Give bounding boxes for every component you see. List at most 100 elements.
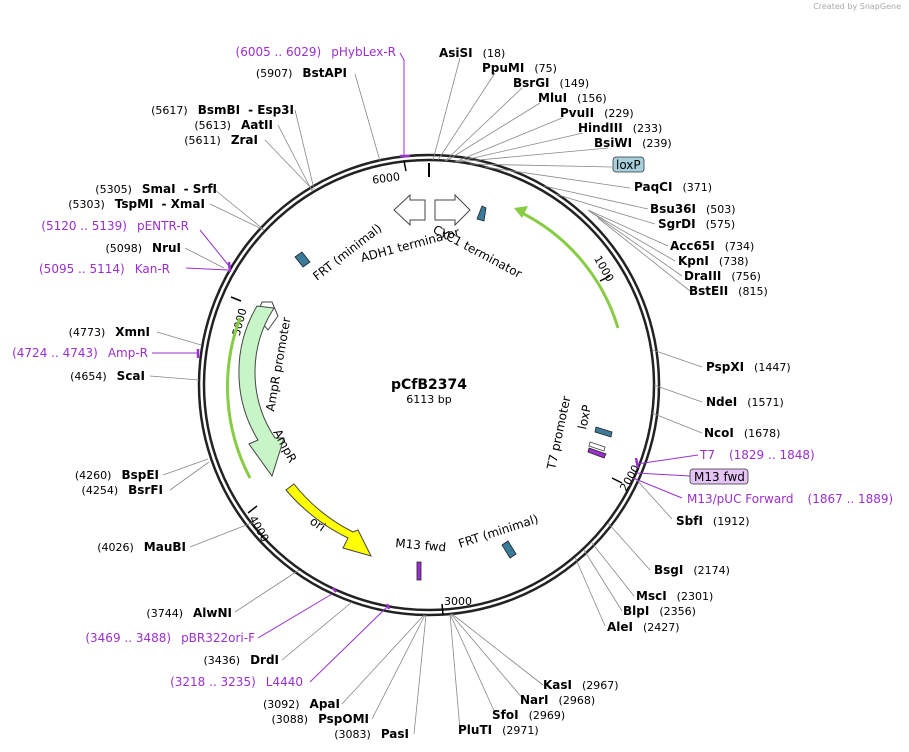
svg-text:(3469 .. 3488)pBR322ori-F: (3469 .. 3488)pBR322ori-F (85, 631, 255, 645)
feature-label-ampr-promoter: AmpR promoter (263, 316, 293, 412)
enzyme-name: PspOMI (318, 712, 369, 726)
m13-fwd-feature-bottom (416, 561, 422, 581)
enzyme-pos: (233) (633, 122, 663, 135)
credit-line: Created by SnapGene (813, 2, 901, 11)
svg-text:BsrGI(149): BsrGI(149) (513, 76, 589, 90)
frt-feature-bottom (501, 540, 517, 559)
enzyme-name: BsmBI (198, 103, 240, 117)
svg-text:(3744)AlwNI: (3744)AlwNI (146, 606, 232, 620)
primer-name: pENTR-R (137, 219, 189, 233)
enzyme-pos: (4773) (69, 326, 106, 339)
svg-text:NcoI(1678): NcoI(1678) (704, 426, 780, 440)
loxp-box (612, 156, 645, 173)
svg-text:(4773)XmnI: (4773) XmnI (69, 325, 150, 339)
svg-text:(5095 .. 5114)Kan-R: (5095 .. 5114)Kan-R (39, 262, 170, 276)
plasmid-name: pCfB2374 (391, 377, 467, 393)
svg-text:BsiWI(239): BsiWI(239) (594, 136, 672, 150)
enzyme-suffix: - Esp3I (248, 103, 294, 117)
credit-prefix: Created by (813, 2, 858, 11)
primer-name: pHybLex-R (331, 45, 396, 59)
svg-text:(3436)DrdI: (3436)DrdI (203, 653, 279, 667)
svg-text:(3092)ApaI: (3092)ApaI (263, 697, 340, 711)
m13-fwd-feature-right (587, 447, 607, 459)
svg-text:PspXI(1447): PspXI(1447) (706, 360, 791, 374)
svg-text:PluTI(2971): PluTI(2971) (458, 723, 539, 737)
enzyme-name: Bsu36I (650, 202, 696, 216)
enzyme-pos: (5305) (95, 183, 132, 196)
enzyme-name: DraIII (684, 269, 721, 283)
enzyme-name: AsiSI (439, 46, 473, 60)
feature-label-m13-fwd-bottom: M13 fwd (395, 536, 447, 554)
enzyme-pos: (2969) (529, 709, 566, 722)
enzyme-pos: (4254) (82, 484, 119, 497)
loxp-feature-top (476, 205, 487, 222)
feature-label-t7-promoter: T7 promoter (544, 395, 573, 472)
enzyme-pos: (2968) (559, 694, 596, 707)
enzyme-pos: (815) (738, 285, 768, 298)
adh1-terminator-shape (393, 193, 426, 227)
enzyme-suffix: - SrfI (184, 182, 217, 196)
enzyme-labels-right: AsiSI(18) PpuMI(75) BsrGI(149) MluI(156)… (439, 46, 791, 737)
enzyme-name: BstEII (689, 284, 728, 298)
svg-text:(4724 .. 4743)Amp-R: (4724 .. 4743)Amp-R (12, 346, 148, 360)
enzyme-name: BstAPI (302, 66, 347, 80)
svg-text:(5305)SmaI- SrfI: (5305)SmaI- SrfI (95, 182, 217, 196)
tick-label-3000: 3000 (444, 595, 472, 608)
enzyme-pos: (503) (706, 203, 736, 216)
enzyme-name: PasI (381, 727, 409, 741)
svg-text:(5098)NruI: (5098)NruI (105, 241, 181, 255)
enzyme-pos: (1678) (744, 427, 781, 440)
enzyme-name: KpnI (678, 254, 709, 268)
svg-text:(5907)BstAPI: (5907)BstAPI (256, 66, 347, 80)
enzyme-name: DrdI (250, 653, 279, 667)
svg-text:T7(1829 .. 1848): T7(1829 .. 1848) (699, 448, 815, 462)
enzyme-name: PluTI (458, 723, 492, 737)
svg-text:(5611)ZraI: (5611)ZraI (184, 133, 258, 147)
enzyme-name: PpuMI (482, 61, 524, 75)
enzyme-name: ScaI (117, 369, 145, 383)
enzyme-name: ApaI (310, 697, 340, 711)
enzyme-pos: (738) (719, 255, 749, 268)
svg-text:PvuII(229): PvuII(229) (560, 106, 634, 120)
svg-text:Acc65I(734): Acc65I(734) (670, 239, 754, 253)
svg-text:SbfI(1912): SbfI(1912) (676, 514, 750, 528)
svg-text:(5617)BsmBI- Esp3I: (5617) BsmBI - Esp3I (151, 103, 294, 117)
m13-fwd-box-label: M13 fwd (694, 470, 745, 484)
primer-labels: (6005 .. 6029) pHybLex-R (5120 .. 5139) pE… (12, 45, 893, 689)
cyc1-terminator-shape (434, 193, 471, 227)
enzyme-name: NdeI (706, 395, 737, 409)
enzyme-name: NarI (520, 693, 549, 707)
svg-text:(4026)MauBI: (4026)MauBI (97, 540, 186, 554)
enzyme-pos: (5617) (151, 104, 188, 117)
enzyme-name: BsgI (654, 563, 683, 577)
enzyme-name: XmnI (115, 325, 150, 339)
enzyme-pos: (239) (642, 137, 672, 150)
svg-text:BsgI(2174): BsgI(2174) (654, 563, 730, 577)
enzyme-name: MscI (636, 589, 667, 603)
loxp-box-label: loxP (616, 158, 641, 172)
primer-lines (152, 52, 699, 683)
primer-range: (5120 .. 5139) (41, 219, 127, 233)
svg-text:(6005 .. 6029)pHybLex-R: (6005 .. 6029) pHybLex-R (236, 45, 396, 59)
svg-text:SgrDI(575): SgrDI(575) (658, 217, 735, 231)
primer-range: (4724 .. 4743) (12, 346, 98, 360)
svg-text:KpnI(738): KpnI (738) (678, 254, 749, 268)
enzyme-name: Acc65I (670, 239, 715, 253)
svg-text:KasI(2967): KasI(2967) (543, 678, 619, 692)
enzyme-labels-left: (3083)PasI (3088)PspOMI (3092)ApaI (3436… (68, 66, 409, 741)
loxp-feature-right (594, 426, 613, 438)
enzyme-pos: (3744) (146, 607, 183, 620)
primer-range: (1867 .. 1889) (808, 492, 894, 506)
primer-marks (196, 154, 640, 610)
enzyme-pos: (156) (577, 92, 607, 105)
svg-text:(3218 .. 3235)L4440: (3218 .. 3235)L4440 (170, 675, 303, 689)
m13-fwd-box (689, 468, 749, 485)
svg-text:(5613)AatII: (5613)AatII (194, 118, 273, 132)
enzyme-pos: (2356) (659, 605, 696, 618)
enzyme-pos: (5611) (184, 134, 221, 147)
enzyme-pos: (2301) (677, 590, 714, 603)
svg-text:AleI(2427): AleI(2427) (607, 620, 680, 634)
primer-name: L4440 (266, 675, 303, 689)
primer-range: (6005 .. 6029) (236, 45, 322, 59)
